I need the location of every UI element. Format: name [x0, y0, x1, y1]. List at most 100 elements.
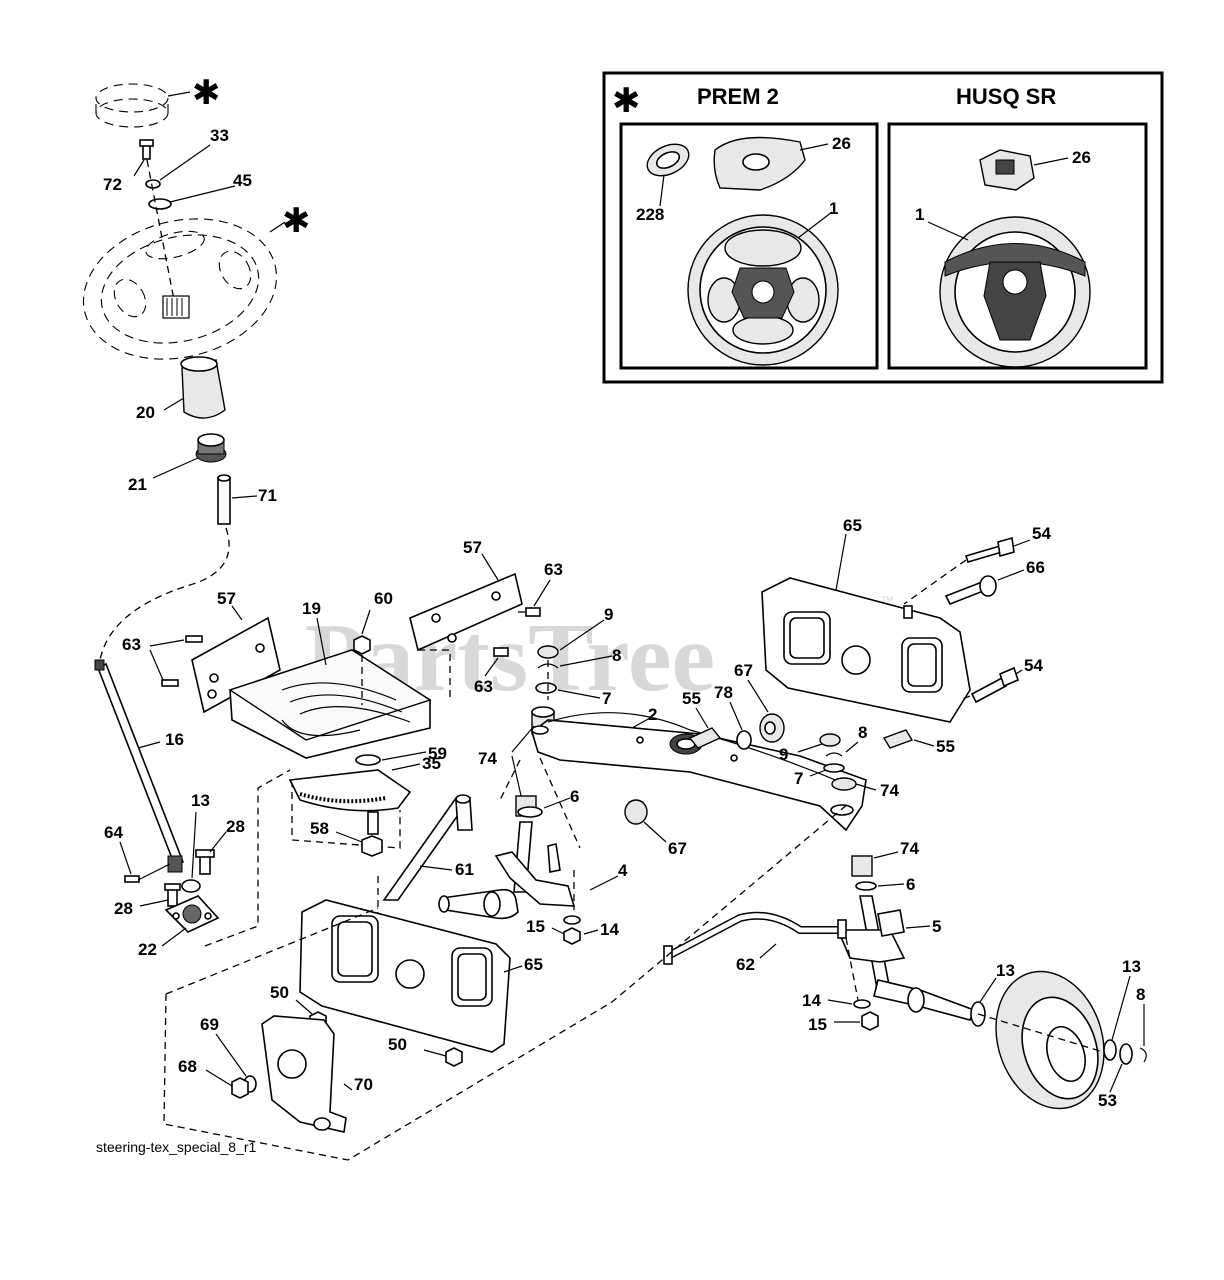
- bracket-57-right-icon: [409, 572, 523, 652]
- clip-8-right-icon: [825, 752, 843, 757]
- callout-65-right: 65: [843, 516, 862, 535]
- callout-2: 2: [648, 705, 657, 724]
- callout-74-right-upper: 74: [880, 781, 899, 800]
- callout-67-lower: 67: [668, 839, 687, 858]
- inset-panel: ✱ PREM 2 HUSQ SR 26 228 1: [602, 71, 1164, 384]
- bolt-54-lower-icon: [970, 666, 1019, 704]
- cap-9-left-icon: [537, 645, 559, 659]
- bolt-63-upper-icon: [525, 607, 541, 617]
- callout-14-left: 14: [600, 920, 619, 939]
- clip-8-wheel-icon: [1139, 1047, 1147, 1063]
- callout-9-right: 9: [779, 745, 788, 764]
- bolt-28-lower-icon: [164, 883, 181, 907]
- callout-70: 70: [354, 1075, 373, 1094]
- callout-45: 45: [233, 171, 252, 190]
- rod-61-icon: [382, 794, 473, 901]
- bushing-13-wheel-outer-icon: [1103, 1039, 1117, 1061]
- bracket-57-left-icon: [191, 616, 281, 714]
- callout-13-wheel-outer: 13: [1122, 957, 1141, 976]
- callout-53: 53: [1098, 1091, 1117, 1110]
- callout-5: 5: [932, 917, 941, 936]
- plug-67-lower-icon: [624, 799, 648, 825]
- callout-33: 33: [210, 126, 229, 145]
- callout-69: 69: [200, 1015, 219, 1034]
- prem2-steering-wheel-icon: [687, 214, 839, 366]
- callout-63-lower: 63: [474, 677, 493, 696]
- inset-callout-26-husq: 26: [1072, 148, 1091, 167]
- front-axle-2-icon: [531, 712, 867, 832]
- inset-callout-1-husq: 1: [915, 205, 924, 224]
- callout-55-right: 55: [936, 737, 955, 756]
- spindle-5-icon: [836, 895, 976, 1021]
- steering-wheel-icon: [82, 218, 278, 360]
- husq-hub-cover-icon: [979, 149, 1035, 191]
- callout-50-upper: 50: [270, 983, 289, 1002]
- washer-78-icon: [736, 730, 752, 750]
- callout-74-right-lower: 74: [900, 839, 919, 858]
- bearing-flange-22-icon: [164, 895, 220, 933]
- washer-53-icon: [1119, 1043, 1133, 1065]
- bushing-21-icon: [195, 433, 227, 463]
- bolt-58-icon: [361, 835, 383, 857]
- washer-59-icon: [355, 754, 381, 766]
- callout-63-left: 63: [122, 635, 141, 654]
- inset-callout-228: 228: [636, 205, 664, 224]
- callout-59: 59: [428, 744, 447, 763]
- callout-8-left: 8: [612, 646, 621, 665]
- callout-62: 62: [736, 955, 755, 974]
- steering-plate-19-icon: [228, 649, 432, 759]
- callout-8-wheel: 8: [1136, 985, 1145, 1004]
- callout-54-upper: 54: [1032, 524, 1051, 543]
- callout-6-right: 6: [906, 875, 915, 894]
- callout-13-column: 13: [191, 791, 210, 810]
- callout-28-upper: 28: [226, 817, 245, 836]
- callout-65-left: 65: [524, 955, 543, 974]
- frame-plate-65-left-icon: [299, 899, 511, 1053]
- bolt-66-icon: [944, 575, 997, 606]
- callout-9-left: 9: [604, 605, 613, 624]
- washer-7-left-icon: [535, 682, 557, 694]
- main-star-cap: ✱: [192, 73, 221, 113]
- callout-4: 4: [618, 861, 628, 880]
- washer-6-left-icon: [517, 806, 543, 818]
- callout-57-left: 57: [217, 589, 236, 608]
- washer-33-icon: [145, 179, 161, 189]
- callout-67-upper: 67: [734, 661, 753, 680]
- callout-50-lower: 50: [388, 1035, 407, 1054]
- callout-55-left: 55: [682, 689, 701, 708]
- frame-plate-65-right-icon: [761, 577, 971, 723]
- prem2-emblem-icon: [646, 143, 690, 177]
- bolt-63-lower-icon: [493, 647, 509, 657]
- front-wheel-icon: [995, 970, 1105, 1110]
- washer-6-right-icon: [855, 881, 877, 891]
- callout-16: 16: [165, 730, 184, 749]
- callout-15-left: 15: [526, 917, 545, 936]
- callout-57-right: 57: [463, 538, 482, 557]
- callout-6-left: 6: [570, 787, 579, 806]
- bushing-74-right-upper-icon: [831, 777, 857, 791]
- plug-67-upper-icon: [759, 713, 785, 743]
- callout-13-wheel-inner: 13: [996, 961, 1015, 980]
- pin-64-icon: [124, 875, 140, 883]
- screw-72-icon: [139, 139, 154, 160]
- inset-title-prem2: PREM 2: [697, 84, 779, 109]
- callout-74-left: 74: [478, 749, 497, 768]
- washer-45-icon: [148, 198, 172, 210]
- pin-55-right-icon: [882, 729, 914, 749]
- spindle-4-icon: [438, 821, 576, 920]
- callout-28-lower: 28: [114, 899, 133, 918]
- washer-14-left-icon: [563, 915, 581, 925]
- nut-50-lower-icon: [445, 1047, 463, 1067]
- callout-19: 19: [302, 599, 321, 618]
- nut-60-icon: [353, 635, 371, 655]
- washer-14-right-icon: [853, 999, 871, 1009]
- nut-68-icon: [231, 1077, 249, 1099]
- bracket-70-icon: [261, 1015, 347, 1133]
- cap-9-right-icon: [819, 733, 841, 747]
- callout-15-right: 15: [808, 1015, 827, 1034]
- callout-58: 58: [310, 819, 329, 838]
- callout-7-right: 7: [794, 769, 803, 788]
- inset-callout-1-prem2: 1: [829, 199, 838, 218]
- prem2-hub-cover-icon: [713, 136, 806, 191]
